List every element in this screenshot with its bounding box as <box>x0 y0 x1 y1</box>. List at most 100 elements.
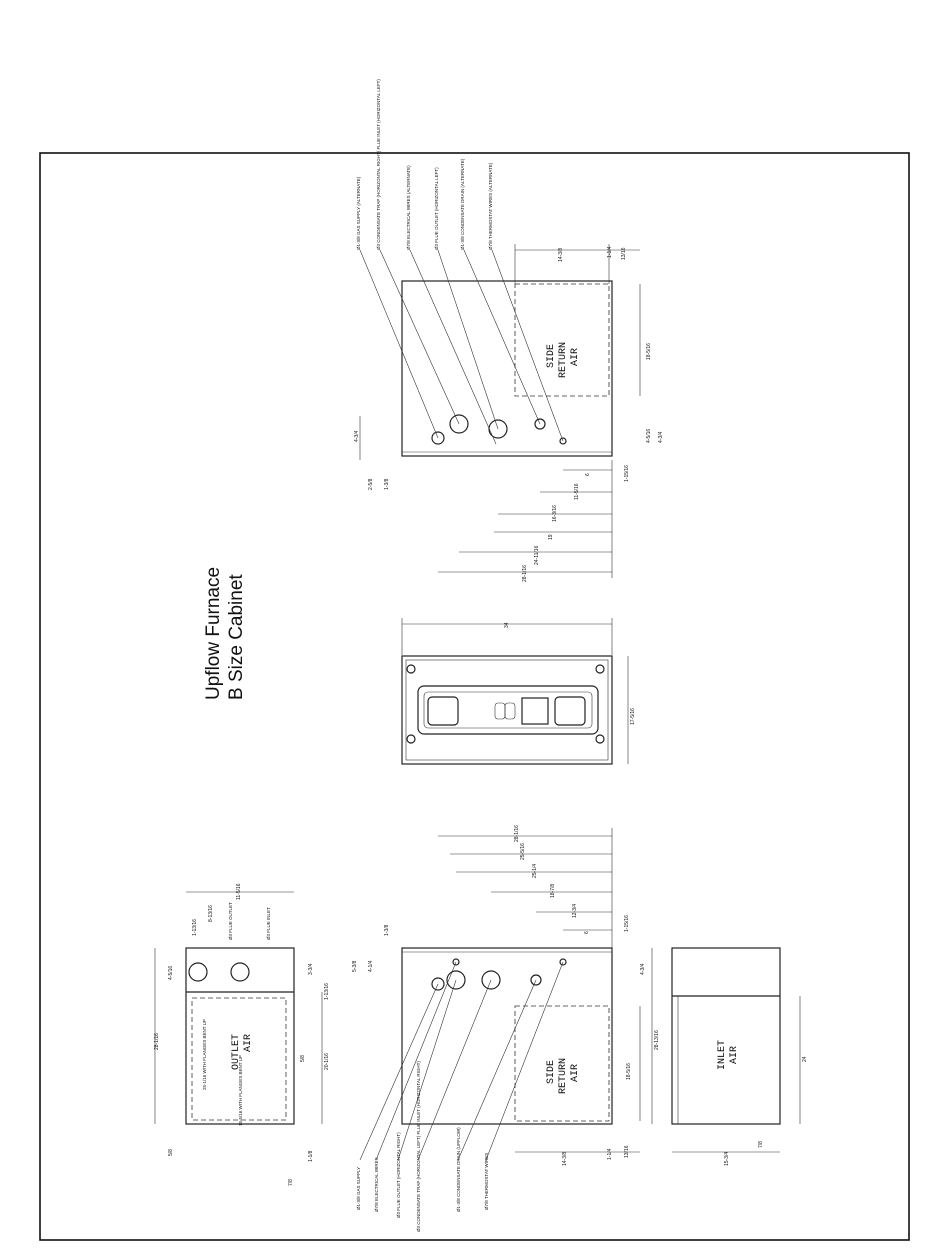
left-callout-thermostat: Ø7/8 THERMOSTAT WIRES <box>484 1153 489 1210</box>
title-line-2: B Size Cabinet <box>226 574 247 700</box>
outlet-dim-0: 1-13/16 <box>192 919 198 936</box>
inlet-dim-panel: 24 <box>802 1056 808 1062</box>
right-dim-bottom-4: 19 <box>548 534 554 540</box>
outlet-flue-outlet-hole <box>188 962 208 982</box>
left-drain-hole <box>530 974 542 986</box>
right-callout-gas: Ø1-3/8 GAS SUPPLY (ALTERNATE) <box>356 176 361 250</box>
left-gas-supply-hole <box>431 977 445 991</box>
drawing-title: Upflow Furnace B Size Cabinet <box>203 567 247 700</box>
right-side-view: SIDE RETURN AIR Ø1-3/8 GAS SUPPLY (ALTER… <box>354 79 664 582</box>
inlet-dim-depth: 28-13/16 <box>654 1030 660 1050</box>
right-dim-panel-h: 18-5/16 <box>646 343 652 360</box>
right-return-panel <box>514 283 610 397</box>
right-flue-outlet-hole <box>488 419 508 439</box>
right-flue-inlet-hole <box>449 414 469 434</box>
outlet-label-2: AIR <box>243 1034 254 1052</box>
left-panel-label-1: SIDE <box>546 1060 557 1084</box>
top-bolt-4 <box>595 734 605 744</box>
outlet-dim-7: 20-1/16 <box>324 1053 330 1070</box>
right-panel-label-3: AIR <box>570 348 581 366</box>
left-panel-label-3: AIR <box>570 1064 581 1082</box>
title-line-1: Upflow Furnace <box>203 567 224 700</box>
right-dim-right-b: 4-3/4 <box>658 431 664 443</box>
right-callout-trap: Ø3 CONDENSATE TRAP (HORIZONTAL RIGHT) FL… <box>376 79 381 250</box>
right-callout-drain: Ø1-3/8 CONDENSATE DRAIN (ALTERNATE) <box>460 158 465 250</box>
left-dim-left-1: 5-3/8 <box>352 960 358 972</box>
outlet-dim-2: 11-5/16 <box>236 883 242 900</box>
outlet-flue-inlet-hole <box>230 962 250 982</box>
left-dim-top-3: 18-7/8 <box>550 884 556 898</box>
left-cabinet-outline <box>401 947 613 1125</box>
top-bolt-2 <box>595 664 605 674</box>
right-dim-top-a: 14-3/8 <box>558 248 564 262</box>
inlet-dim-foot-a: 15-3/4 <box>724 1152 730 1166</box>
top-cabinet-outline <box>401 655 613 765</box>
outlet-cabinet-outline <box>185 947 295 1125</box>
left-dim-top-1: 25-5/16 <box>520 843 526 860</box>
right-thermostat-hole <box>559 437 567 445</box>
right-panel-label-1: SIDE <box>546 344 557 368</box>
right-dim-bottom-5: 24-11/16 <box>534 545 540 565</box>
outlet-dim-1: 8-13/16 <box>208 905 214 922</box>
right-dim-left-a: 4-3/4 <box>354 430 360 442</box>
outlet-dim-9: 1-1/8 <box>308 1150 314 1162</box>
left-dim-top-5: 6 <box>584 931 590 934</box>
left-dim-top-4: 12-3/4 <box>572 904 578 918</box>
inlet-label-2: AIR <box>729 1046 740 1064</box>
left-side-view: SIDE RETURN AIR Ø1-3/8 GAS SUPPLY Ø7/8 E… <box>352 825 646 1232</box>
outlet-dim-11: 5/8 <box>300 1055 306 1062</box>
right-dim-top-c: 13/16 <box>621 247 627 260</box>
left-callout-trap: Ø3 CONDENSATE TRAP (HORIZONTAL LEFT) FLU… <box>416 1061 421 1232</box>
left-dim-bottom-c: 13/16 <box>624 1145 630 1158</box>
right-dim-bottom-0: 1-15/16 <box>624 465 630 482</box>
outlet-dim-6: 28-1/16 <box>154 1033 160 1050</box>
right-dim-bottom-1: 6 <box>585 473 591 476</box>
outlet-callout-flue-inlet: Ø3 FLUE INLET <box>266 907 271 940</box>
outlet-note-1: 25-1/16 WITH FLANGES BENT UP <box>202 1019 207 1090</box>
top-view: 34 17-5/16 <box>401 618 636 765</box>
right-callout-flue: Ø3 FLUE OUTLET (HORIZONTAL LEFT) <box>434 167 439 250</box>
left-callout-drain: Ø1-3/8 CONDENSATE DRAIN (UPFLOW) <box>456 1127 461 1212</box>
left-thermostat-hole <box>559 958 567 966</box>
top-blower-deck <box>417 685 599 735</box>
top-opening-right <box>554 696 586 726</box>
right-dim-bottom-3: 16-3/16 <box>552 505 558 522</box>
left-return-panel <box>514 1005 610 1122</box>
left-dim-left-2: 4-1/4 <box>368 960 374 972</box>
right-cabinet-outline <box>401 280 613 457</box>
right-dim-bottom-6: 28-1/16 <box>522 565 528 582</box>
left-dim-right: 4-3/4 <box>640 963 646 975</box>
right-drain-hole <box>534 418 546 430</box>
right-callout-electrical: Ø7/8 ELECTRICAL WIRES (ALTERNATE) <box>406 165 411 250</box>
sheet-border <box>39 152 910 1241</box>
top-dim-depth: 17-5/16 <box>630 708 636 725</box>
right-callout-thermostat: Ø7/8 THERMOSTAT WIRES (ALTERNATE) <box>488 162 493 250</box>
top-bolt-1 <box>406 664 416 674</box>
top-bolt-3 <box>406 734 416 744</box>
right-dim-bottom-2: 11-5/16 <box>574 483 580 500</box>
right-panel-label-2: RETURN <box>558 342 569 378</box>
right-dim-left-b: 2-5/8 <box>368 478 374 490</box>
left-dim-bottom-a: 14-3/8 <box>562 1152 568 1166</box>
top-center-block <box>521 697 549 725</box>
left-dim-top-2: 25-1/4 <box>532 864 538 878</box>
inlet-cabinet-outline <box>671 947 781 1125</box>
outlet-label-1: OUTLET <box>231 1034 242 1070</box>
left-trap-hole <box>481 970 501 990</box>
left-dim-top-0: 28-1/16 <box>514 825 520 842</box>
inlet-label-1: INLET <box>717 1040 728 1070</box>
left-callout-flue: Ø3 FLUE OUTLET (HORIZONTAL RIGHT) <box>396 1132 401 1218</box>
left-dim-bottom-b: 1-1/4 <box>607 1148 613 1160</box>
right-dim-right-a: 4-5/16 <box>646 429 652 443</box>
inlet-dim-foot-b: 7/8 <box>758 1141 764 1148</box>
outlet-callout-flue-outlet: Ø3 FLUE OUTLET <box>228 902 233 940</box>
outlet-dim-10: 7/8 <box>288 1179 294 1186</box>
outlet-note-2: 15-5/16 WITH FLANGES BENT UP <box>238 1055 243 1126</box>
left-dim-top-6: 1-15/16 <box>624 915 630 932</box>
left-callout-electrical: Ø7/8 ELECTRICAL WIRES <box>374 1157 379 1212</box>
right-dim-top-b: 1-1/4 <box>607 246 613 258</box>
left-dim-panel-h: 18-5/16 <box>626 1063 632 1080</box>
left-callout-gas: Ø1-3/8 GAS SUPPLY <box>356 1167 361 1210</box>
left-electrical-hole <box>452 958 460 966</box>
